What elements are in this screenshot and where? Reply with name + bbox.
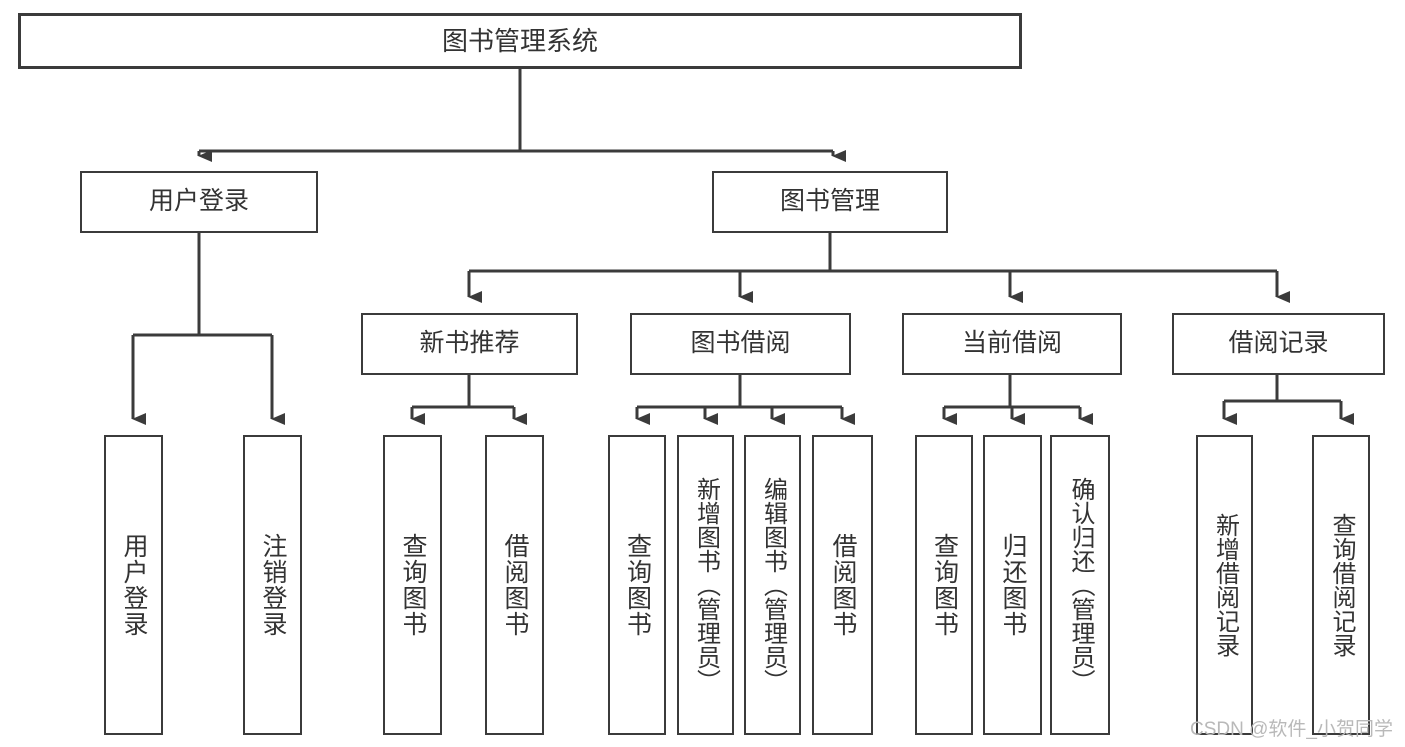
leaf-book-borrow-edit[interactable]: 编辑图书（管理员） <box>744 435 801 735</box>
leaf-new-book-query[interactable]: 查询图书 <box>383 435 442 735</box>
leaf-book-borrow-borrow[interactable]: 借阅图书 <box>812 435 873 735</box>
leaf-borrow-record-query[interactable]: 查询借阅记录 <box>1312 435 1370 735</box>
leaf-new-book-query-label: 查询图书 <box>399 533 427 637</box>
node-borrow-record-label: 借阅记录 <box>1228 329 1329 358</box>
leaf-book-borrow-add-label: 新增图书（管理员） <box>692 477 720 693</box>
node-root-label: 图书管理系统 <box>441 25 598 56</box>
leaf-book-borrow-edit-label: 编辑图书（管理员） <box>759 477 787 693</box>
leaf-current-borrow-query-label: 查询图书 <box>930 533 959 637</box>
leaf-user-login-login-label: 用户登录 <box>120 533 148 637</box>
node-book-borrow-label: 图书借阅 <box>690 329 791 358</box>
node-user-login-label: 用户登录 <box>148 187 249 216</box>
leaf-book-borrow-borrow-label: 借阅图书 <box>829 533 857 637</box>
leaf-borrow-record-add[interactable]: 新增借阅记录 <box>1196 435 1253 735</box>
node-current-borrow-label: 当前借阅 <box>961 329 1062 358</box>
node-book-borrow[interactable]: 图书借阅 <box>630 313 851 375</box>
leaf-book-borrow-query-label: 查询图书 <box>623 533 652 637</box>
node-current-borrow[interactable]: 当前借阅 <box>902 313 1122 375</box>
node-root[interactable]: 图书管理系统 <box>18 13 1022 69</box>
leaf-new-book-borrow-label: 借阅图书 <box>501 533 529 637</box>
watermark: CSDN @软件_小贺同学 <box>1190 719 1393 740</box>
leaf-user-login-logout[interactable]: 注销登录 <box>243 435 302 735</box>
node-new-book-recommend-label: 新书推荐 <box>419 329 520 358</box>
leaf-current-borrow-confirm-label: 确认归还（管理员） <box>1067 477 1094 693</box>
leaf-new-book-borrow[interactable]: 借阅图书 <box>485 435 544 735</box>
node-new-book-recommend[interactable]: 新书推荐 <box>361 313 578 375</box>
leaf-book-borrow-add[interactable]: 新增图书（管理员） <box>677 435 734 735</box>
leaf-borrow-record-add-label: 新增借阅记录 <box>1211 513 1239 657</box>
node-user-login[interactable]: 用户登录 <box>80 171 318 233</box>
leaf-user-login-login[interactable]: 用户登录 <box>104 435 163 735</box>
leaf-user-login-logout-label: 注销登录 <box>259 533 287 637</box>
leaf-current-borrow-return-label: 归还图书 <box>999 533 1027 637</box>
leaf-current-borrow-query[interactable]: 查询图书 <box>915 435 973 735</box>
leaf-current-borrow-confirm[interactable]: 确认归还（管理员） <box>1050 435 1110 735</box>
leaf-borrow-record-query-label: 查询借阅记录 <box>1328 513 1355 657</box>
leaf-current-borrow-return[interactable]: 归还图书 <box>983 435 1042 735</box>
node-book-management[interactable]: 图书管理 <box>712 171 948 233</box>
node-book-management-label: 图书管理 <box>779 187 880 216</box>
leaf-book-borrow-query[interactable]: 查询图书 <box>608 435 666 735</box>
node-borrow-record[interactable]: 借阅记录 <box>1172 313 1385 375</box>
